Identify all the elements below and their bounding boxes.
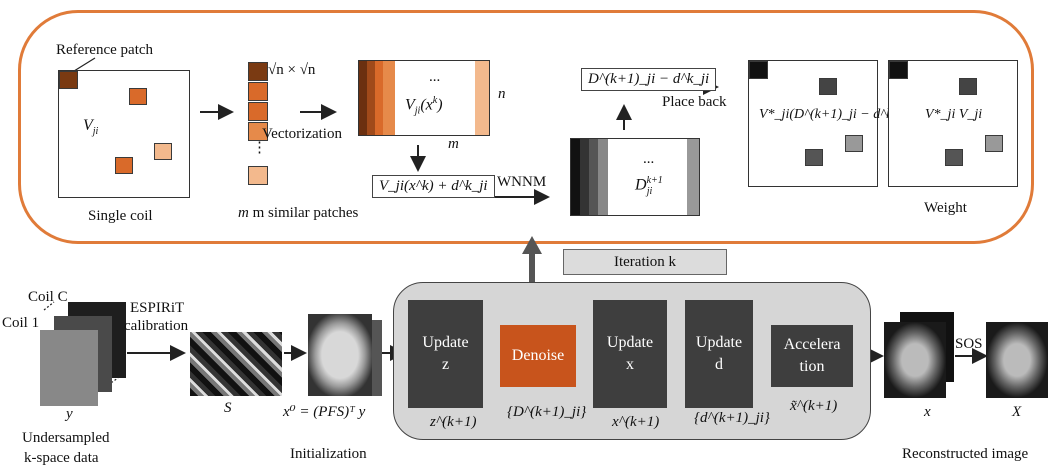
output-image-x xyxy=(884,322,946,398)
d-matrix: ... Dk+1ji xyxy=(570,138,700,216)
similar-patch xyxy=(154,143,172,160)
sqrt-n-label: √n × √n xyxy=(268,62,316,78)
adj-patch xyxy=(805,149,823,166)
d-matrix-col xyxy=(571,139,580,215)
undersampled-label-1: Undersampled xyxy=(22,430,110,446)
similar-patch xyxy=(129,88,147,105)
single-coil-label: Single coil xyxy=(88,208,153,224)
sos-label: SOS xyxy=(955,336,983,352)
X-out-label: X xyxy=(1012,404,1022,420)
adj-patch-ref xyxy=(749,61,768,79)
patch-stack-1 xyxy=(248,62,268,81)
adjoint-image: V*_ji(D^(k+1)_ji − d^k_ji) xyxy=(748,60,912,187)
output-image-final xyxy=(986,322,1048,398)
vectorization-label: Vectorization xyxy=(262,126,342,142)
undersampled-label-2: k-space data xyxy=(24,450,99,466)
stack-dots: ⋮ xyxy=(252,140,267,156)
d-matrix-label: Dk+1ji xyxy=(635,175,663,197)
d-matrix-col xyxy=(598,139,608,215)
iteration-badge: Iteration k xyxy=(563,249,727,275)
s-label: S xyxy=(224,400,232,416)
matrix-col xyxy=(475,61,489,135)
y-label: y xyxy=(66,406,73,422)
m-symbol: m xyxy=(238,205,249,221)
espirit-label-2: calibration xyxy=(124,318,189,334)
iteration-label: Iteration k xyxy=(613,254,677,270)
patch-stack-2 xyxy=(248,82,268,101)
reference-patch-label: Reference patch xyxy=(56,42,154,58)
d-matrix-col xyxy=(589,139,598,215)
m-similar-label: m m similar patches xyxy=(238,205,358,222)
d-matrix-col xyxy=(580,139,589,215)
coil-c-label: Coil C xyxy=(28,289,68,305)
update-z-box[interactable]: Update z xyxy=(408,300,483,408)
xt-iter-label: x̃^(k+1) xyxy=(790,398,838,414)
n-label: n xyxy=(498,86,506,102)
m-similar-text: m similar patches xyxy=(252,205,359,221)
x-iter-label: x^(k+1) xyxy=(612,414,660,430)
d-matrix-col xyxy=(687,139,699,215)
w-patch xyxy=(959,78,977,95)
patch-matrix: ... Vji(xk) xyxy=(358,60,490,136)
weight-label: Weight xyxy=(924,200,967,216)
w-patch xyxy=(985,135,1003,152)
m-label: m xyxy=(448,136,459,152)
coil-1-label: Coil 1 xyxy=(2,315,40,331)
matrix-label: Vji(xk) xyxy=(405,95,443,117)
single-coil-image: Vji xyxy=(58,70,190,198)
z-iter-label: z^(k+1) xyxy=(430,414,477,430)
matrix-col xyxy=(383,61,395,135)
reference-patch xyxy=(59,71,78,89)
init-formula: x⁰ = (PFS)ᵀ y xyxy=(283,404,366,420)
weight-formula: V*_ji V_ji xyxy=(925,107,983,122)
x-out-label: x xyxy=(924,404,931,420)
init-image xyxy=(308,314,372,396)
initialization-label: Initialization xyxy=(290,446,367,462)
matrix-col xyxy=(359,61,367,135)
patch-stack-5 xyxy=(248,166,268,185)
matrix-col xyxy=(375,61,383,135)
patch-stack-3 xyxy=(248,102,268,121)
acceleration-box[interactable]: Accelera tion xyxy=(771,325,853,387)
patch-process-panel xyxy=(18,10,1034,244)
diff-formula: D^(k+1)_ji − d^k_ji xyxy=(581,68,717,91)
sensitivity-maps xyxy=(190,332,282,396)
reconstructed-label: Reconstructed image xyxy=(902,446,1029,462)
denoise-box[interactable]: Denoise xyxy=(500,325,576,387)
vji-label: Vji xyxy=(83,117,99,138)
d-matrix-dots: ... xyxy=(643,151,655,167)
patch-stack-4 xyxy=(248,122,268,141)
update-x-box[interactable]: Update x xyxy=(593,300,667,408)
matrix-col xyxy=(367,61,375,135)
espirit-label-1: ESPIRiT xyxy=(130,300,185,316)
w-patch xyxy=(945,149,963,166)
d-set-label: {D^(k+1)_ji} xyxy=(507,404,587,420)
adj-patch xyxy=(845,135,863,152)
matrix-dots: ... xyxy=(429,69,441,85)
similar-patch xyxy=(115,157,133,174)
weight-image: V*_ji V_ji xyxy=(888,60,1018,187)
place-back-label: Place back xyxy=(662,94,727,110)
update-d-box[interactable]: Update d xyxy=(685,300,753,408)
dd-set-label: {d^(k+1)_ji} xyxy=(694,410,770,426)
wnnm-label: WNNM xyxy=(497,174,547,190)
adjoint-label: V*_ji(D^(k+1)_ji − d^k_ji) xyxy=(759,107,912,122)
adj-patch xyxy=(819,78,837,95)
sum-formula: V_ji(x^k) + d^k_ji xyxy=(372,175,495,198)
coil-image-front xyxy=(40,330,98,406)
w-patch-ref xyxy=(889,61,908,79)
